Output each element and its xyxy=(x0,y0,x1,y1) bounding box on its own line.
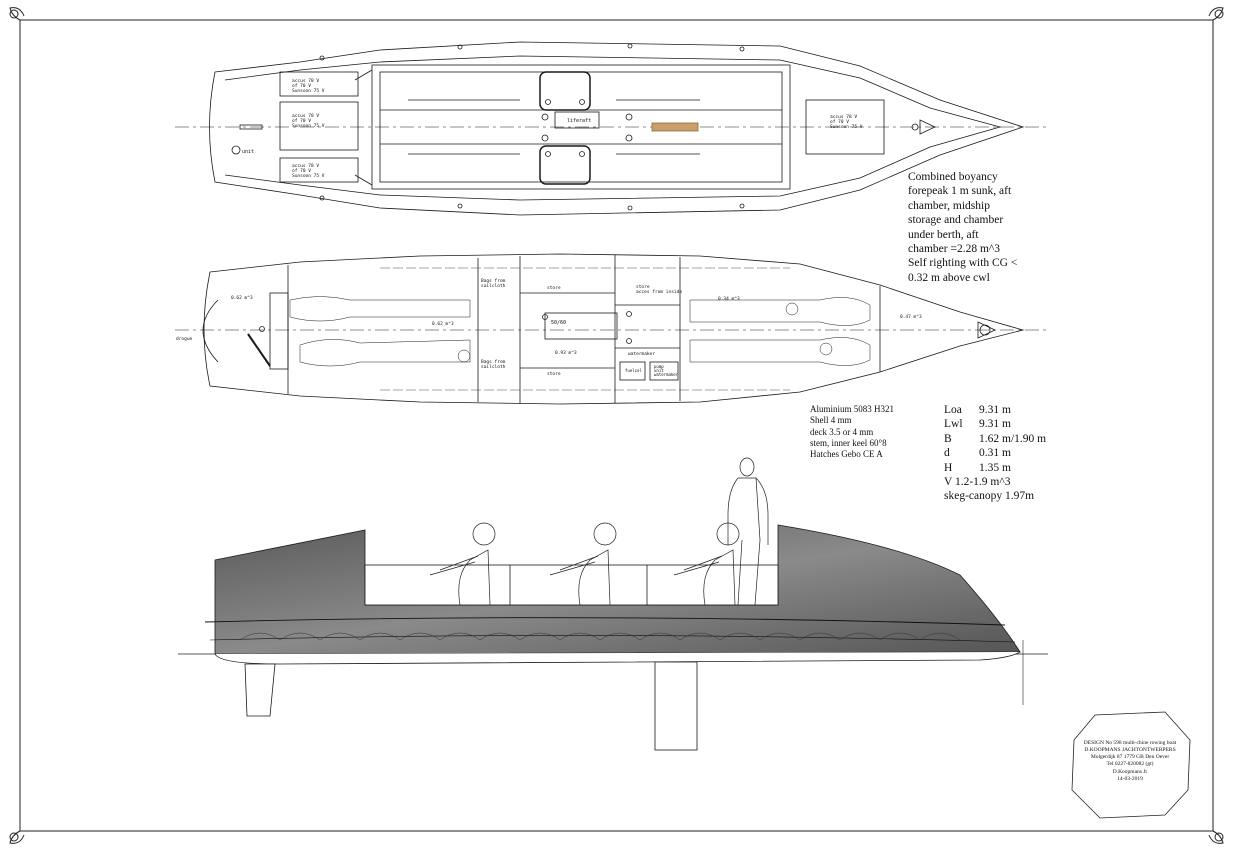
dimension-row: Loa 9.31 m xyxy=(944,403,1046,417)
title-line: Molgerdijk 87 1779 GB Den Oever xyxy=(1090,754,1170,761)
accommodation-labels: 0.62 m^3 0.62 m^3 0.34 m^3 0.47 m^3 0.93… xyxy=(176,278,922,377)
drogue-label: drogue xyxy=(176,336,193,342)
hatch-size-label: 50/60 xyxy=(551,320,566,326)
dimension-value: 9.31 m xyxy=(979,418,1011,431)
pump-label-2: unit xyxy=(654,368,664,373)
dimension-key: Loa xyxy=(944,404,962,416)
battery-label-aft-mid-2: of 70 V xyxy=(292,118,311,124)
bags-label-bottom-2: sailcloth xyxy=(481,364,506,370)
title-line: DESIGN No 598 multi-chine rowing boat xyxy=(1083,740,1177,746)
liferaft-label: liferaft xyxy=(567,118,591,124)
buoyancy-line: storage and chamber xyxy=(908,214,1004,227)
material-spec-note: Aluminium 5083 H321 Shell 4 mm deck 3.5 … xyxy=(810,404,894,460)
pump-label-3: watermaker xyxy=(654,372,679,377)
material-line: deck 3.5 or 4 mm xyxy=(810,426,874,437)
buoyancy-line: chamber, midship xyxy=(908,199,990,212)
dimension-value: 0.31 m xyxy=(979,447,1011,460)
dimension-value: 1.35 m xyxy=(979,461,1011,474)
buoyancy-line: Combined boyancy xyxy=(908,171,998,183)
store-access-label: store xyxy=(636,284,650,290)
dimension-key: d xyxy=(944,447,950,460)
title-line: D.Koopmans Jr xyxy=(1112,768,1148,775)
title-block-outline xyxy=(1071,711,1191,819)
title-line: 14-03-2019 xyxy=(1117,775,1143,782)
pump-label: pump xyxy=(654,364,664,369)
bags-label-top-2: sailcloth xyxy=(481,283,506,289)
bags-label-top: Bags from xyxy=(481,278,506,284)
battery-label-aft-stbd-2: of 70 V xyxy=(292,168,311,174)
title-line: D.KOOPMANS JACHTONTWERPERS xyxy=(1084,747,1176,754)
fuelcel-label: fuelcel xyxy=(625,368,642,373)
unit-label: unit xyxy=(242,149,254,155)
battery-label-aft-port: accus 78 V xyxy=(292,78,319,84)
battery-label-aft-stbd: accus 78 V xyxy=(292,163,319,169)
battery-label-fwd: accus 78 V xyxy=(830,114,857,120)
buoyancy-fwd-label: 0.34 m^3 xyxy=(718,296,740,302)
dimension-value: 9.31 m xyxy=(979,404,1011,416)
title-block: DESIGN No 598 multi-chine rowing boat D.… xyxy=(1070,740,1190,783)
dimension-skeg-canopy: skeg-canopy 1.97m xyxy=(944,490,1035,503)
dimension-volume: V 1.2-1.9 m^3 xyxy=(944,475,1011,488)
buoyancy-line: under berth, aft xyxy=(908,228,979,241)
dimension-row: d 0.31 m xyxy=(944,446,1046,460)
store-label-top: store xyxy=(547,285,561,291)
deck-plan-labels: accus 78 V of 70 V Sunsoon 75 V accus 78… xyxy=(242,78,863,179)
buoyancy-bow-label: 0.47 m^3 xyxy=(900,314,922,320)
buoyancy-line: 0.32 m above cwl xyxy=(908,271,990,284)
deck-plan-view xyxy=(175,41,1050,216)
store-label-bottom: store xyxy=(547,371,561,377)
battery-label-aft-mid-3: Sunsoon 75 V xyxy=(292,123,325,129)
buoyancy-note: Combined boyancy forepeak 1 m sunk, aft … xyxy=(908,170,1043,285)
watermaker-label: watermaker xyxy=(628,351,655,357)
buoyancy-mid-label: 0.62 m^3 xyxy=(432,321,454,327)
battery-label-fwd-2: of 70 V xyxy=(830,119,849,125)
accommodation-plan-view xyxy=(175,253,1050,405)
battery-label-fwd-3: Sunsoon 75 V xyxy=(830,124,863,130)
drawing-frame xyxy=(9,7,1224,844)
material-line: Hatches Gebo CE A xyxy=(810,449,883,459)
buoyancy-line: Self righting with CG < xyxy=(908,257,1018,270)
battery-label-aft-stbd-3: Sunsoon 75 V xyxy=(292,173,325,179)
title-line: Tel 0227-820082 (gt) xyxy=(1106,761,1154,768)
material-line: Shell 4 mm xyxy=(810,415,852,426)
dimension-row: H 1.35 m xyxy=(944,461,1046,475)
buoyancy-center-label: 0.93 m^3 xyxy=(555,350,577,356)
buoyancy-line: forepeak 1 m sunk, aft xyxy=(908,185,1012,198)
buoyancy-aft-label: 0.62 m^3 xyxy=(231,295,253,301)
dimension-key: Lwl xyxy=(944,418,963,431)
store-access-label-2: acces from inside xyxy=(636,289,682,295)
dimension-key: B xyxy=(944,432,952,445)
battery-label-aft-port-2: of 70 V xyxy=(292,83,311,89)
dimension-value: 1.62 m/1.90 m xyxy=(979,432,1047,445)
bags-label-bottom: Bags from xyxy=(481,359,506,365)
buoyancy-line: chamber =2.28 m^3 xyxy=(908,242,1001,255)
battery-label-aft-mid: accus 78 V xyxy=(292,113,319,119)
material-line: Aluminium 5083 H321 xyxy=(810,404,895,414)
dimension-row: Lwl 9.31 m xyxy=(944,417,1046,431)
profile-view xyxy=(178,457,1048,751)
battery-label-aft-port-3: Sunsoon 75 V xyxy=(292,88,325,94)
material-line: stem, inner keel 60°8 xyxy=(810,437,887,448)
rowers xyxy=(429,457,769,606)
dimension-row: B 1.62 m/1.90 m xyxy=(944,432,1046,446)
principal-dimensions: Loa 9.31 m Lwl 9.31 m B 1.62 m/1.90 m d 0.31… xyxy=(944,403,1046,504)
dimension-key: H xyxy=(944,461,953,474)
